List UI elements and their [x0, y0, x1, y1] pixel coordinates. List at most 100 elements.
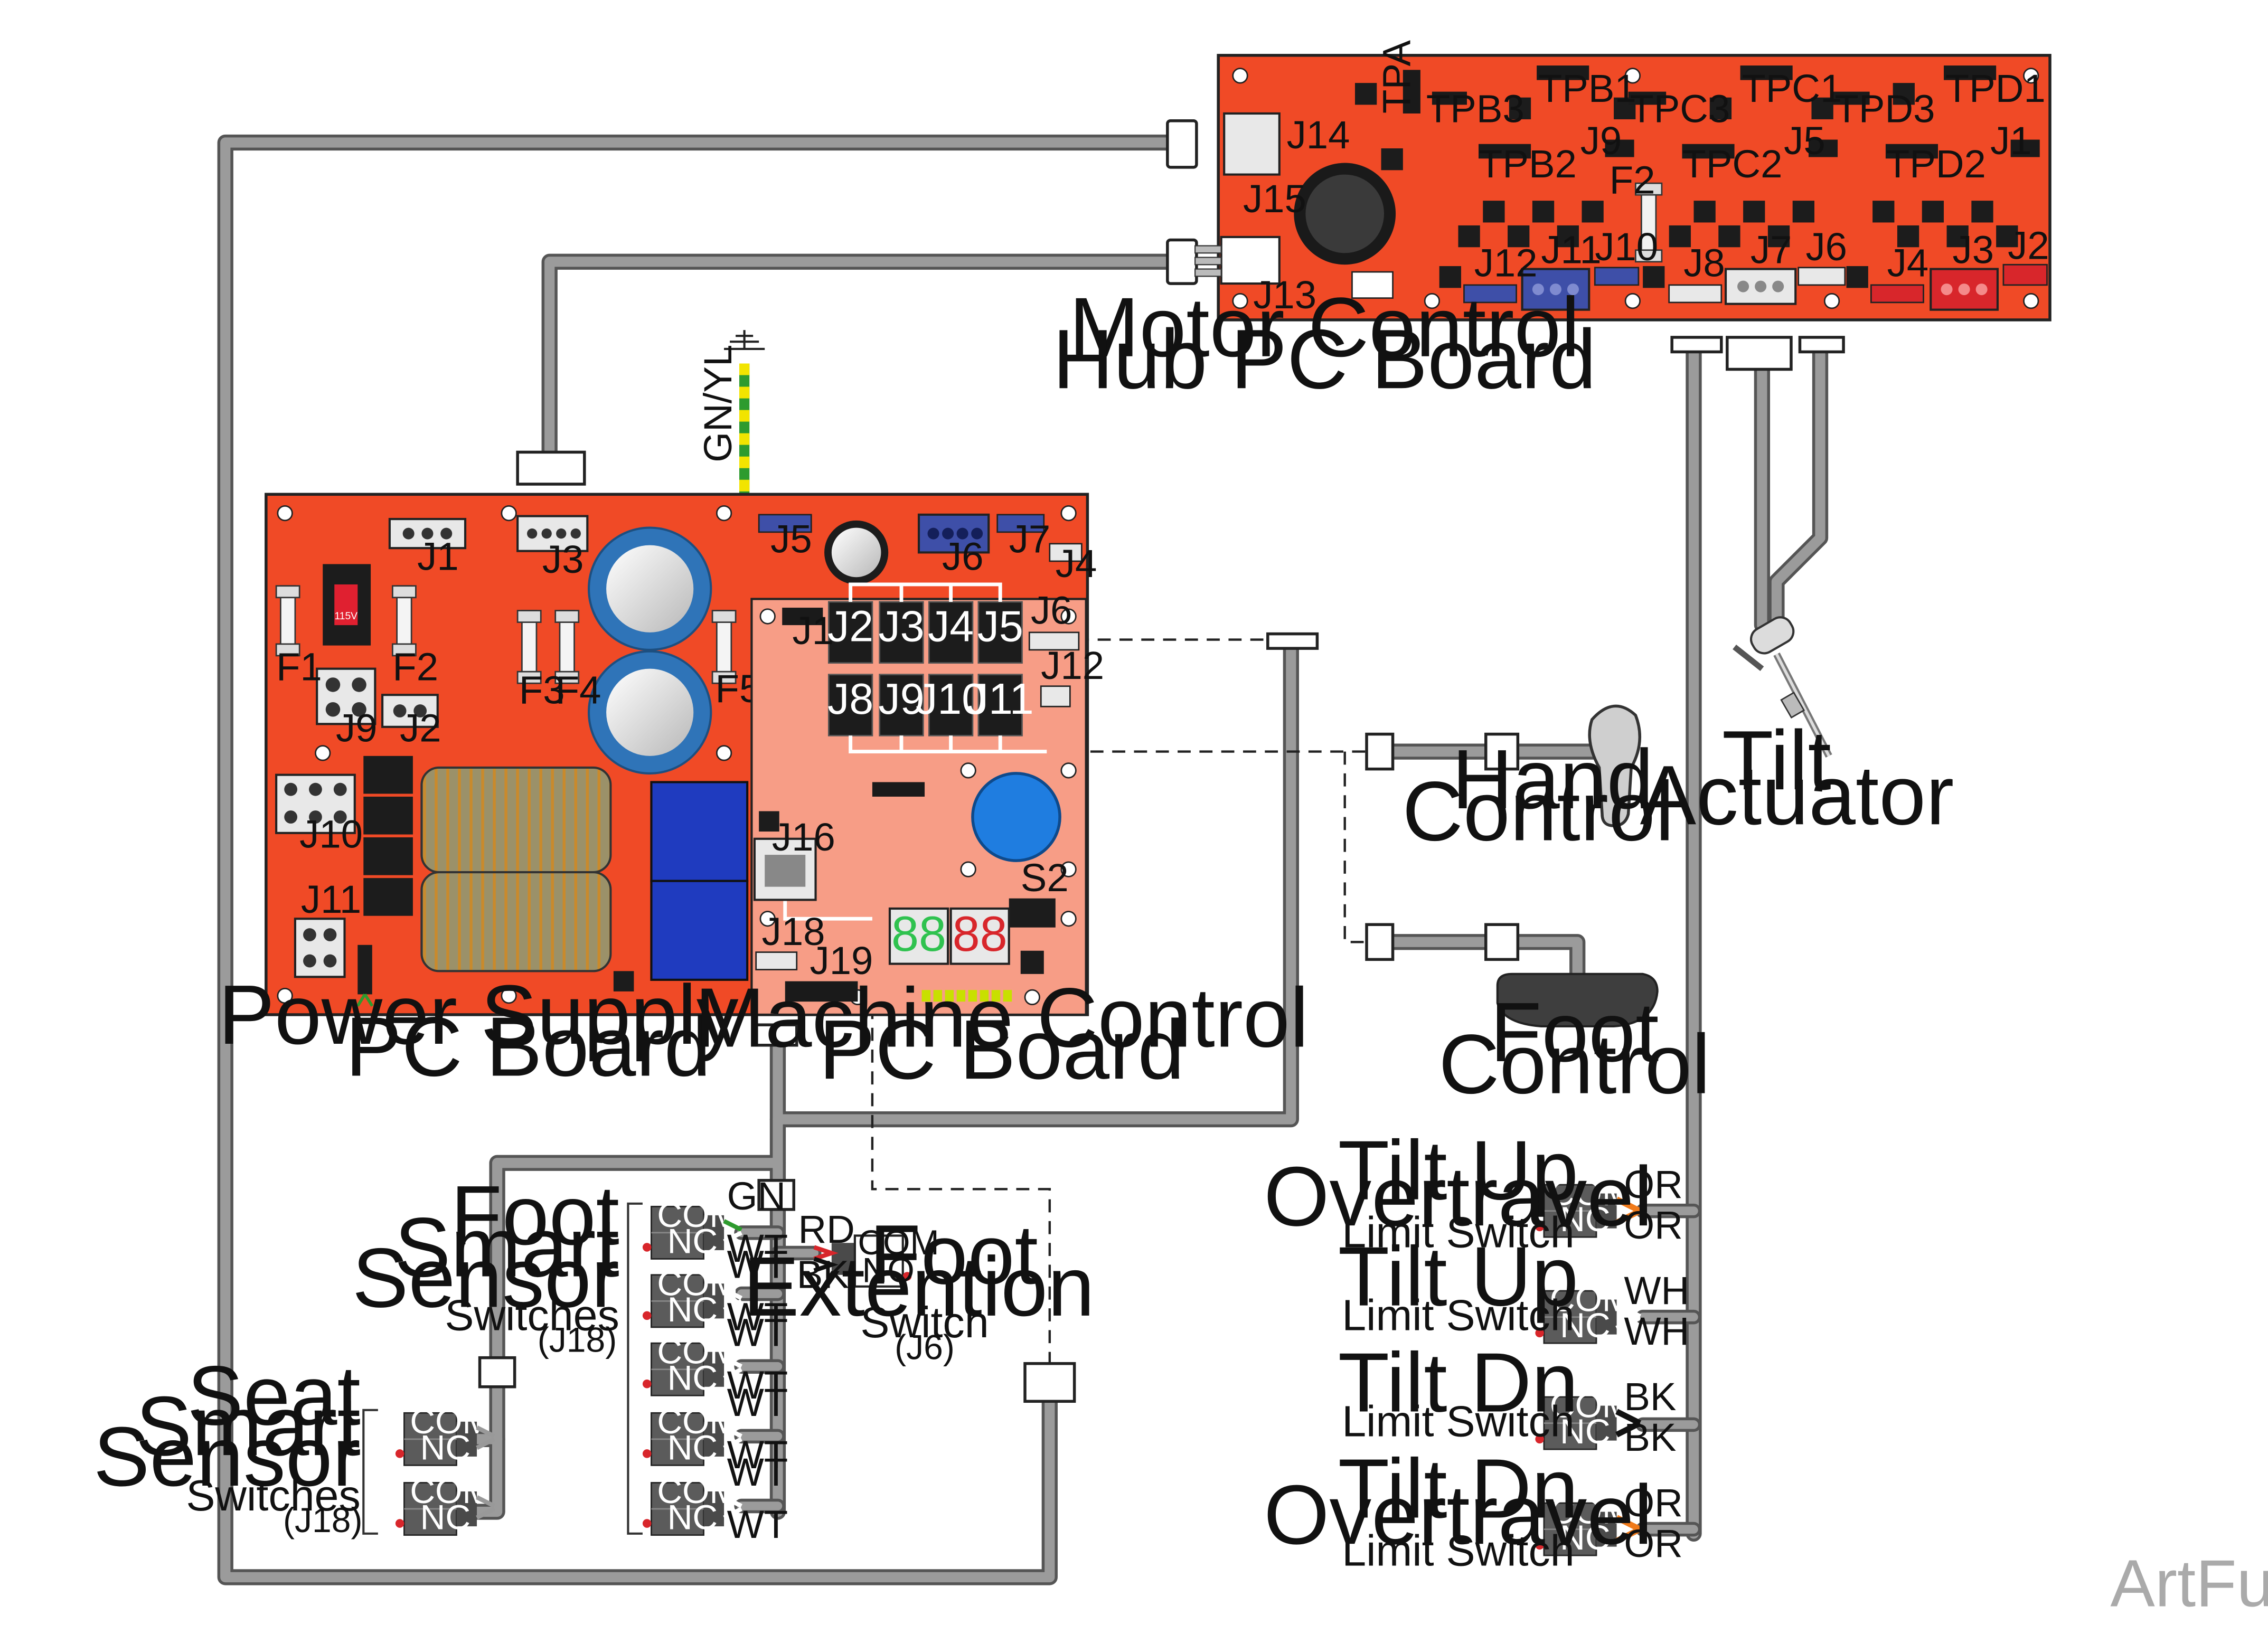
hub-label-j10: J10	[1595, 225, 1658, 269]
foot-smart-sensor-switches: COMNCGNWTCOMNCWTWTCOMNCWTWTCOMNCWTWTCOMN…	[627, 1174, 788, 1546]
tilt-switch-sub: Limit Switch	[1342, 1526, 1575, 1575]
tilt-switch-wire-b: WH	[1624, 1309, 1689, 1353]
foot-sensor-switch-4-wire-b: WT	[727, 1433, 788, 1477]
mc-board-title-2: PC Board	[819, 1002, 1184, 1097]
foot-sensor-switch-5-com: COM	[657, 1472, 738, 1511]
foot-sensor-switch-2-nc: NC	[667, 1290, 718, 1329]
seat-sensor-switch-2-nc: NC	[420, 1498, 470, 1537]
hub-label-j7: J7	[1751, 228, 1792, 272]
ps-label-j6: J6	[942, 534, 984, 578]
ps-label-f2: F2	[392, 645, 438, 689]
seat-sensor-title-2: Smart	[136, 1378, 361, 1473]
machine-control-board: J2 J3 J4 J5 J8 J9 J10 J11 88 88 J1 J6 J1…	[750, 582, 1104, 1037]
cable-harness	[217, 134, 1829, 1585]
ps-label-j2: J2	[400, 706, 441, 750]
foot-sensor-title-3: Sensor	[352, 1230, 619, 1325]
ps-label-j9: J9	[336, 706, 378, 750]
tilt-switch-sub: Limit Switch	[1342, 1290, 1575, 1339]
tilt-switch-title-1: Tilt Up	[1338, 1229, 1578, 1324]
foot-sensor-title-2: Smart	[394, 1200, 619, 1295]
foot-control-label-2: Control	[1438, 1017, 1710, 1111]
mc-display-right: 88	[953, 906, 1008, 961]
tilt-switch-title-2: Overtravel	[1264, 1149, 1652, 1243]
ps-label-j7: J7	[1009, 517, 1051, 561]
hub-board-title-2: Hub PC Board	[1052, 311, 1596, 406]
tilt-switch-wire-a: OR	[1624, 1163, 1683, 1206]
mc-port-j5: J5	[977, 601, 1023, 650]
mc-port-j2: J2	[827, 601, 873, 650]
tilt-switch-com: COM	[1550, 1493, 1631, 1532]
tilt-switch-com: COM	[1550, 1280, 1631, 1319]
tilt-switch-wire-b: OR	[1624, 1522, 1683, 1565]
tilt-switch-sub: Limit Switch	[1342, 1396, 1575, 1446]
foot-extension-title-1: Foot	[869, 1207, 1038, 1301]
cable-connectors	[478, 119, 1845, 1403]
ps-label-j11: J11	[301, 877, 361, 921]
mc-label-j6: J6	[1031, 588, 1072, 632]
tilt-actuator-label-2: Actuator	[1640, 748, 1954, 842]
mc-port-j9: J9	[878, 674, 924, 723]
foot-sensor-switch-1-nc: NC	[667, 1222, 718, 1261]
seat-sensor-title-3: Sensor	[93, 1409, 361, 1504]
motor-control-hub-board: TPA TPB3 TPB1 TPC3 TPC1 TPD3 TPD1 TPB2 T…	[1194, 40, 2051, 322]
hub-label-j15: J15	[1243, 177, 1306, 221]
mc-port-j10: J10	[916, 674, 986, 723]
voltage-selector-label: 115V	[334, 611, 357, 622]
seat-sensor-sub: Switches	[186, 1471, 360, 1520]
foot-sensor-switch-2-com: COM	[657, 1264, 738, 1303]
mc-label-j16: J16	[772, 815, 835, 859]
hub-label-j1: J1	[1990, 119, 2032, 163]
tilt-switch-title-1: Tilt Dn	[1338, 1441, 1578, 1536]
hub-label-tpc3: TPC3	[1630, 87, 1730, 130]
foot-sensor-switch-1-wire-a: GN	[727, 1174, 786, 1218]
ps-label-f3: F3	[519, 668, 565, 712]
hub-label-f2: F2	[1610, 158, 1655, 202]
tilt-switch-title-2: Overtravel	[1264, 1467, 1652, 1562]
foot-sensor-switch-3-com: COM	[657, 1333, 738, 1372]
foot-sensor-switch-4-wire-a: WT	[727, 1381, 788, 1424]
foot-sensor-switch-3-wire-b: WT	[727, 1363, 788, 1407]
foot-sensor-switch-group: COMNCGNWTCOMNCWTWTCOMNCWTWTCOMNCWTWTCOMN…	[642, 1174, 788, 1546]
tilt-switch-wire-b: OR	[1624, 1203, 1683, 1247]
foot-extension-no: NO	[862, 1251, 915, 1290]
tilt-switch-wire-b: BK	[1624, 1415, 1676, 1459]
hub-label-j4: J4	[1887, 241, 1929, 285]
tilt-switch-sub: Limit Switch	[1342, 1207, 1575, 1257]
hub-label-j13: J13	[1253, 273, 1316, 317]
foot-extension-wire-b: BK	[797, 1253, 849, 1297]
hub-label-j6: J6	[1805, 225, 1847, 269]
foot-extension-title-2: Extention	[743, 1239, 1095, 1334]
foot-sensor-switch-5-nc: NC	[667, 1498, 718, 1537]
hub-label-tpc2: TPC2	[1682, 142, 1782, 186]
tilt-switch-title-1: Tilt Up	[1338, 1123, 1578, 1217]
mc-port-j8: J8	[827, 674, 873, 723]
hub-label-j14: J14	[1287, 113, 1350, 157]
hub-label-tpb1: TPB1	[1538, 67, 1636, 110]
hand-control-icon	[1588, 704, 1641, 827]
ps-label-j3: J3	[542, 537, 584, 581]
ps-label-f1: F1	[276, 645, 322, 689]
foot-sensor-switch-2-wire-b: WT	[727, 1295, 788, 1338]
tilt-switch-com: COM	[1550, 1386, 1631, 1425]
mc-display-left: 88	[891, 906, 946, 961]
foot-extension-com: COM	[858, 1223, 939, 1262]
seat-sensor-switch-1-nc: NC	[420, 1428, 470, 1467]
tilt-switch-nc: NC	[1560, 1200, 1610, 1239]
mc-board-title-1: Machine Control	[695, 970, 1309, 1065]
tilt-switch-nc: NC	[1560, 1306, 1610, 1345]
mc-port-j11: J11	[967, 674, 1034, 723]
foot-sensor-switch-5-wire-b: WT	[727, 1503, 788, 1546]
mc-label-s2: S2	[1021, 856, 1069, 900]
tilt-switch-title-1: Tilt Dn	[1338, 1335, 1578, 1430]
seat-sensor-switch-2-com: COM	[410, 1472, 491, 1511]
